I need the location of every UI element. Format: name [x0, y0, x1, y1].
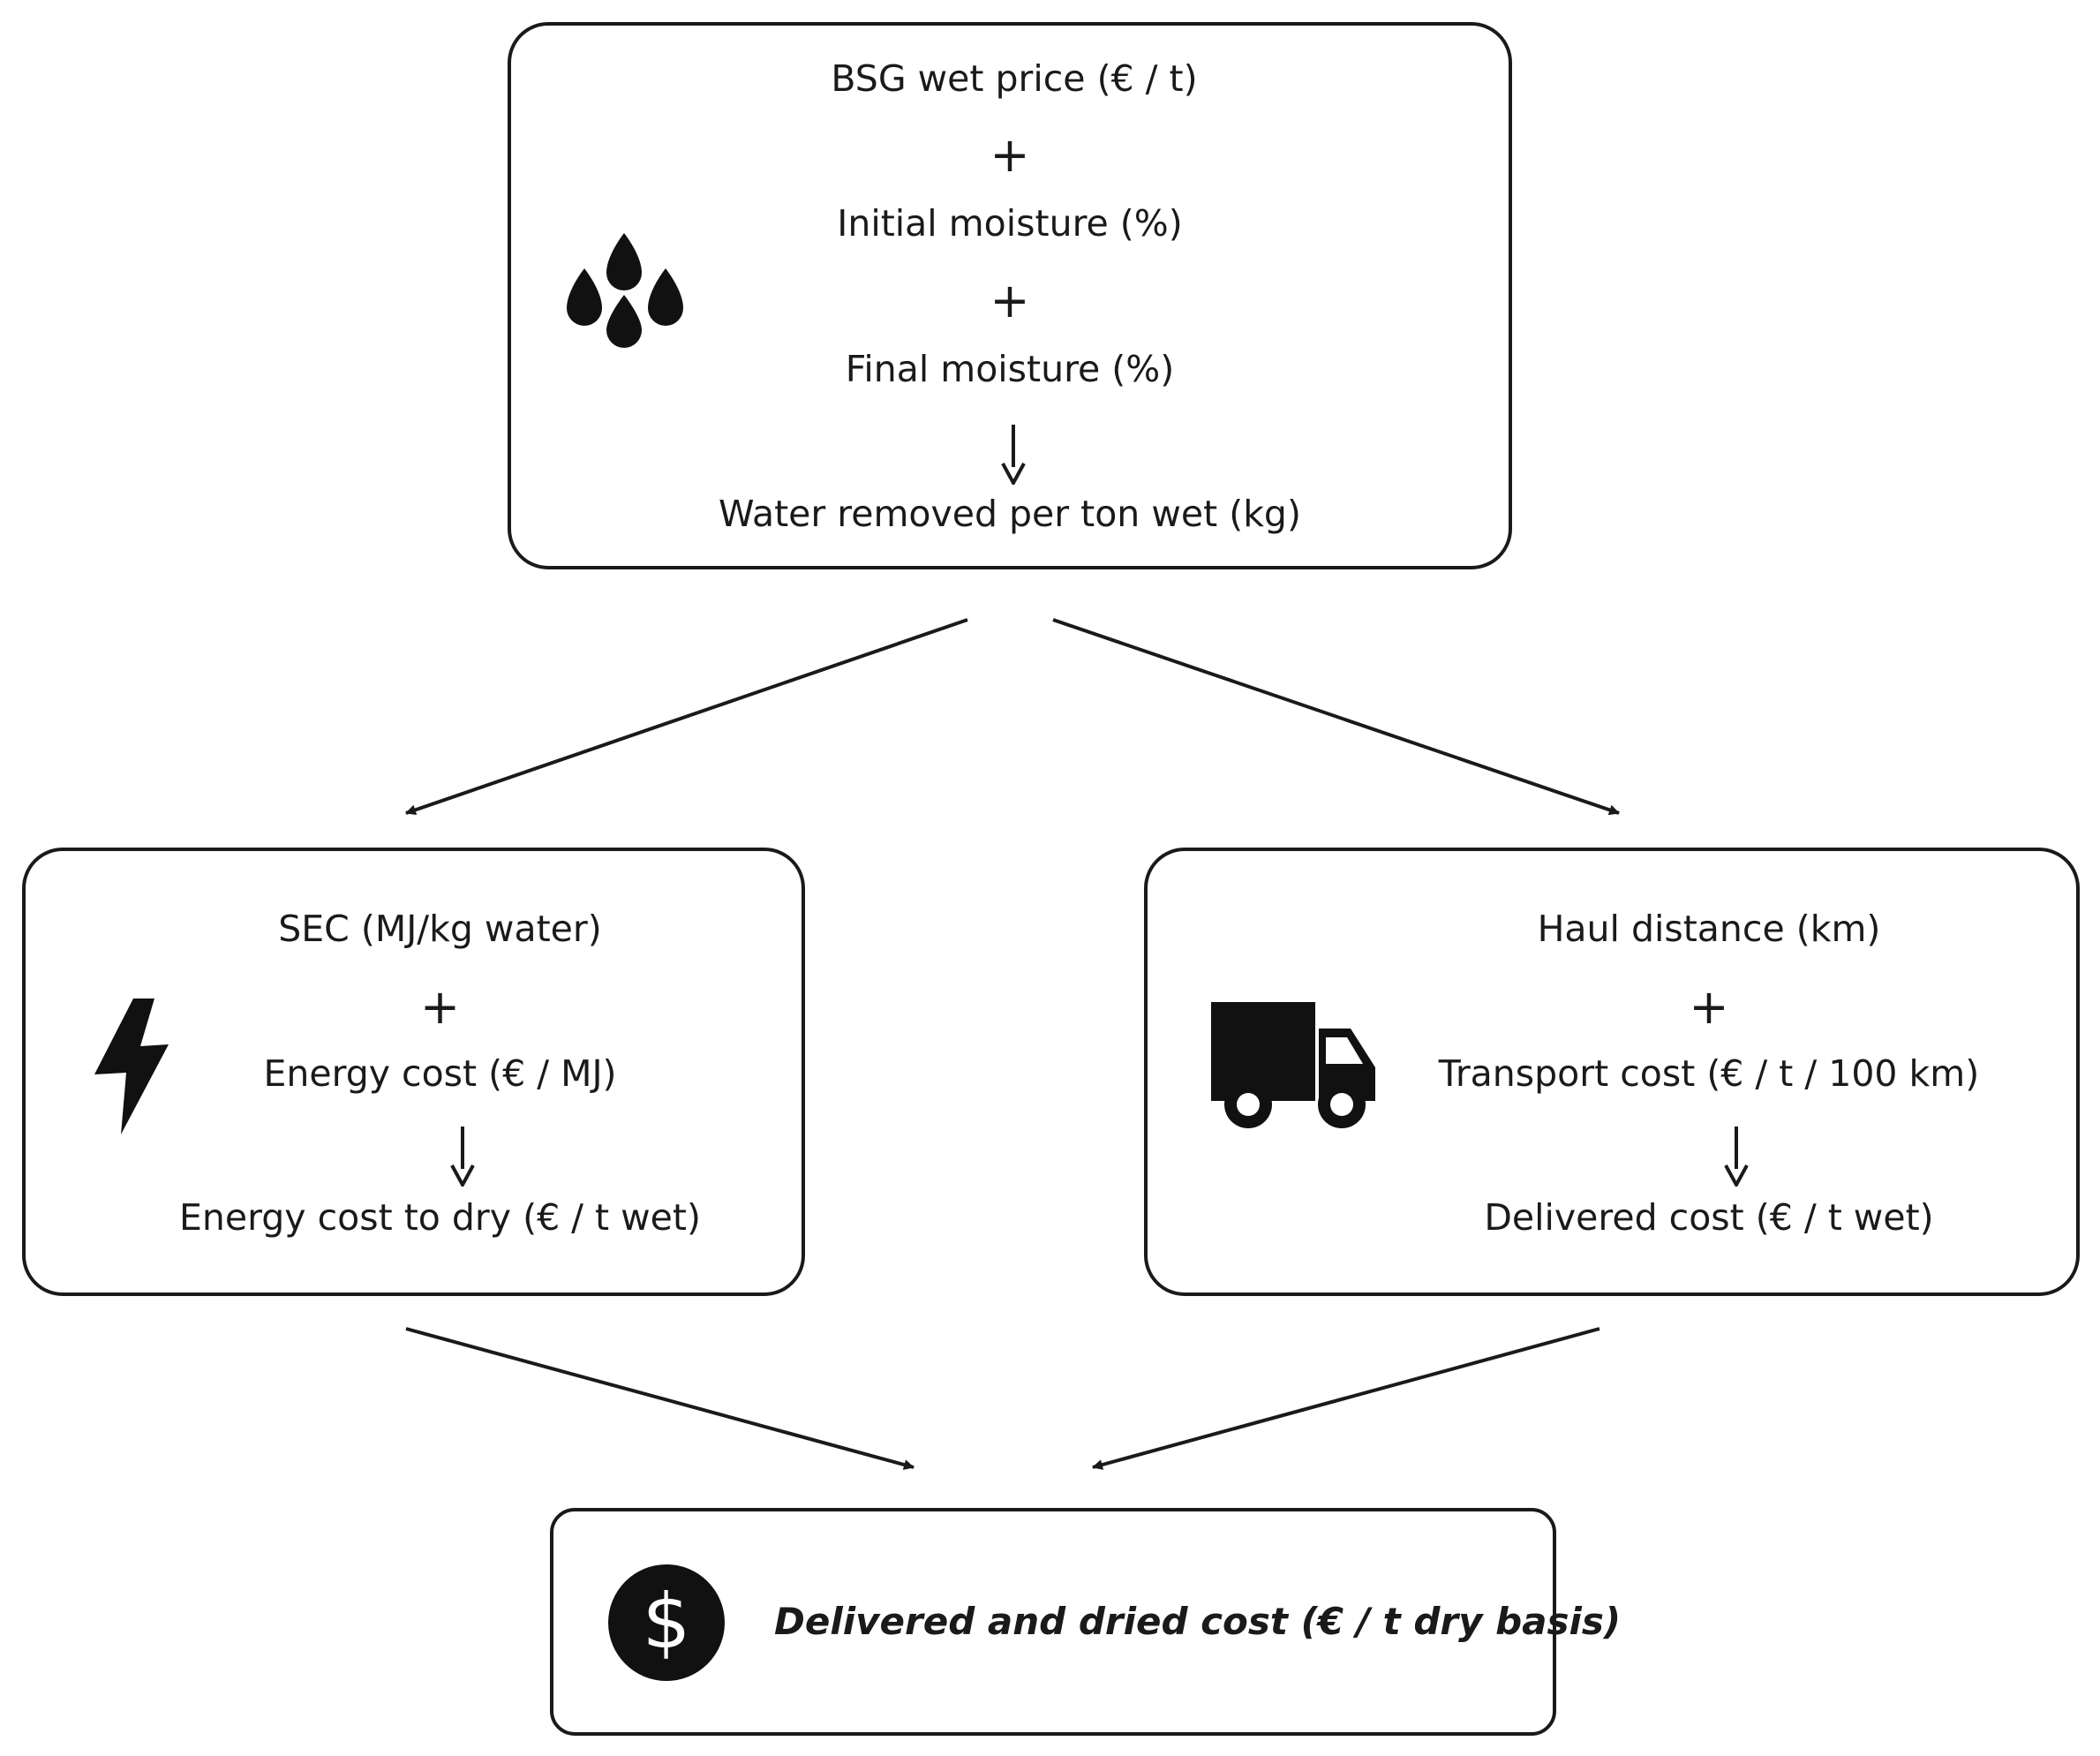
left-box: SEC (MJ/kg water) + Energy cost (€ / MJ)…: [22, 848, 805, 1296]
energy-cost-label: Energy cost (€ / MJ): [263, 1052, 617, 1095]
final-moisture-label: Final moisture (%): [845, 348, 1175, 390]
down-arrow: [1724, 1127, 1749, 1187]
bsg-wet-price-label: BSG wet price (€ / t): [831, 57, 1198, 100]
right-box: Haul distance (km) + Transport cost (€ /…: [1144, 848, 2080, 1296]
haul-distance-label: Haul distance (km): [1537, 908, 1881, 950]
arrow-top-to-left: [405, 618, 968, 816]
delivered-dried-cost-result: Delivered and dried cost (€ / t dry basi…: [774, 1600, 1622, 1643]
plus-operator: +: [990, 273, 1030, 328]
down-arrow: [450, 1127, 475, 1187]
initial-moisture-label: Initial moisture (%): [837, 202, 1183, 245]
transport-cost-label: Transport cost (€ / t / 100 km): [1438, 1052, 1980, 1095]
svg-text:$: $: [643, 1578, 691, 1666]
dollar-coin-icon: $: [608, 1564, 725, 1681]
bottom-box: $ Delivered and dried cost (€ / t dry ba…: [550, 1508, 1622, 1736]
plus-operator: +: [419, 979, 461, 1035]
plus-operator: +: [990, 127, 1030, 183]
water-drops-icon: [567, 233, 683, 348]
lightning-bolt-icon: [94, 999, 169, 1134]
energy-cost-to-dry-output: Energy cost to dry (€ / t wet): [179, 1196, 701, 1239]
delivered-cost-output: Delivered cost (€ / t wet): [1484, 1196, 1934, 1239]
down-arrow: [1001, 425, 1026, 485]
truck-icon: [1211, 1002, 1375, 1128]
arrow-top-to-right: [1052, 618, 1620, 816]
arrow-left-to-bottom: [405, 1327, 915, 1470]
top-box: BSG wet price (€ / t) + Initial moisture…: [508, 22, 1512, 569]
arrow-right-to-bottom: [1092, 1327, 1600, 1470]
water-removed-output: Water removed per ton wet (kg): [719, 493, 1301, 535]
sec-label: SEC (MJ/kg water): [278, 908, 602, 950]
plus-operator: +: [1689, 979, 1729, 1035]
